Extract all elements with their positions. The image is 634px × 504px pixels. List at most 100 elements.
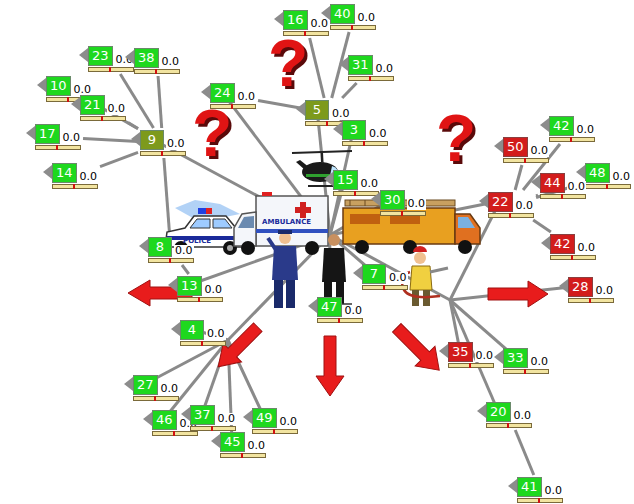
edge-line <box>533 220 551 232</box>
node-value: 0.0 <box>344 305 364 317</box>
node-value: 0.0 <box>62 132 82 144</box>
node-triangle <box>131 132 140 146</box>
shape-part <box>355 240 369 254</box>
node-bar <box>503 369 549 374</box>
node-bar <box>134 69 180 74</box>
node-value: 0.0 <box>360 178 380 190</box>
bar-tick <box>524 369 526 374</box>
shape-part <box>321 152 323 162</box>
shape-part <box>316 336 344 396</box>
graph-node: 240.0 <box>210 83 256 109</box>
node-number: 46 <box>152 410 177 430</box>
node-value: 0.0 <box>204 284 224 296</box>
node-bar <box>140 151 186 156</box>
node-number: 42 <box>550 234 575 254</box>
bar-tick <box>507 423 509 428</box>
node-value: 0.0 <box>331 108 351 120</box>
question-mark: ? <box>268 30 308 96</box>
node-triangle <box>333 122 342 136</box>
shape-part <box>387 318 449 380</box>
node-bar <box>486 423 532 428</box>
node-value: 0.0 <box>160 383 180 395</box>
bar-tick <box>570 137 572 142</box>
edge-line <box>310 38 324 98</box>
shape-part <box>458 240 472 254</box>
node-bar <box>177 297 223 302</box>
node-triangle <box>171 322 180 336</box>
node-triangle <box>541 236 550 250</box>
shape-part <box>410 266 432 290</box>
graph-node: 30.0 <box>342 120 388 146</box>
node-bar <box>148 258 194 263</box>
node-value: 0.0 <box>595 285 615 297</box>
shape-part <box>286 280 295 308</box>
node-number: 10 <box>46 76 71 96</box>
bar-tick <box>326 121 328 126</box>
firefighter <box>402 246 448 306</box>
shape-part <box>234 212 256 246</box>
node-number: 23 <box>88 46 113 66</box>
node-value: 0.0 <box>357 12 377 24</box>
bar-tick <box>201 341 203 346</box>
graph-node: 140.0 <box>52 163 98 189</box>
node-triangle <box>143 412 152 426</box>
node-bar <box>488 213 534 218</box>
bar-tick <box>469 363 471 368</box>
node-bar <box>88 67 134 72</box>
node-bar <box>317 318 363 323</box>
edge-line <box>182 265 189 274</box>
node-number: 17 <box>35 124 60 144</box>
node-triangle <box>26 126 35 140</box>
node-triangle <box>479 194 488 208</box>
shape-part <box>350 214 380 224</box>
node-number: 14 <box>52 163 77 183</box>
node-triangle <box>477 404 486 418</box>
graph-node: 280.0 <box>568 277 614 303</box>
graph-node: 300.0 <box>380 190 426 216</box>
bar-tick <box>351 25 353 30</box>
node-bar <box>448 363 494 368</box>
graph-node: 440.0 <box>540 173 586 199</box>
hub-lines <box>145 92 580 441</box>
bar-tick <box>56 145 58 150</box>
shape-part <box>430 268 448 272</box>
node-number: 44 <box>540 173 565 193</box>
bar-tick <box>173 431 175 436</box>
bar-tick <box>606 184 608 189</box>
node-triangle <box>531 175 540 189</box>
graph-node: 130.0 <box>177 276 223 302</box>
node-triangle <box>211 434 220 448</box>
edge-line <box>164 158 170 235</box>
edge-line <box>83 138 138 141</box>
node-triangle <box>540 118 549 132</box>
node-triangle <box>576 165 585 179</box>
edge-line <box>128 123 138 129</box>
edge-line <box>332 32 349 98</box>
edge-line <box>515 430 534 475</box>
shape-part <box>256 196 328 246</box>
node-number: 15 <box>333 170 358 190</box>
shape-part <box>305 241 319 255</box>
node-triangle <box>71 97 80 111</box>
shape-part <box>209 318 267 376</box>
bar-tick <box>73 184 75 189</box>
node-number: 47 <box>317 297 342 317</box>
node-number: 49 <box>252 408 277 428</box>
bar-tick <box>67 97 69 102</box>
node-triangle <box>181 407 190 421</box>
edge-line <box>342 83 356 98</box>
graph-node: 70.0 <box>362 264 408 290</box>
node-value: 0.0 <box>612 171 632 183</box>
node-triangle <box>494 139 503 153</box>
node-number: 21 <box>80 95 105 115</box>
node-number: 27 <box>133 375 158 395</box>
shape-part <box>241 241 255 255</box>
node-value: 0.0 <box>407 198 427 210</box>
node-value: 0.0 <box>530 145 550 157</box>
node-value: 0.0 <box>577 242 597 254</box>
edge-line <box>158 76 162 128</box>
node-number: 50 <box>503 137 528 157</box>
bar-tick <box>161 151 163 156</box>
vehicle-lettering: POLICE <box>183 238 211 245</box>
graph-node: 410.0 <box>517 477 563 503</box>
